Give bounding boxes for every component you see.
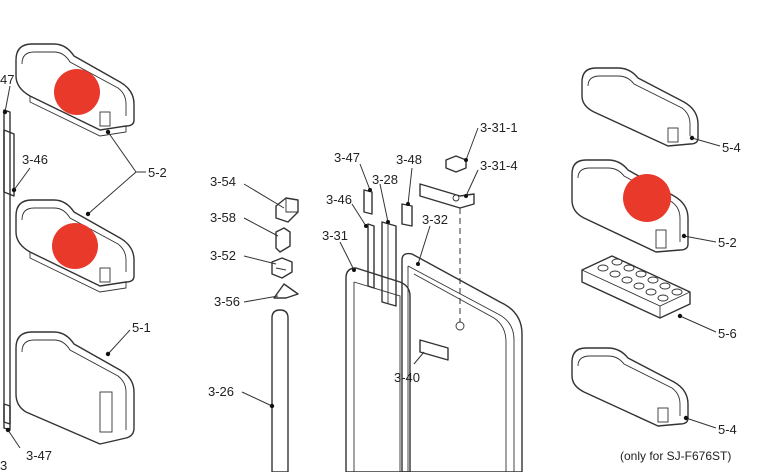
hinge-parts-group — [271, 197, 299, 472]
label-3-52: 3-52 — [210, 248, 236, 263]
label-3-40: 3-40 — [394, 370, 420, 385]
side-strip-left — [3, 109, 15, 431]
red-marker-top-left — [54, 69, 100, 115]
door-shelf-bottom-right — [571, 347, 689, 427]
label-3-31-1: 3-31-1 — [480, 120, 518, 135]
label-3-54: 3-54 — [210, 174, 236, 189]
label-5-2-right: 5-2 — [718, 235, 737, 250]
label-3-left: 3 — [0, 458, 7, 472]
red-marker-right — [623, 174, 671, 222]
door-strips — [363, 189, 413, 307]
label-3-31: 3-31 — [322, 228, 348, 243]
label-5-1: 5-1 — [132, 320, 151, 335]
center-leaders — [241, 183, 285, 409]
label-3-56: 3-56 — [214, 294, 240, 309]
door-pocket-middle-left — [15, 199, 135, 293]
top-hinge-assembly — [419, 155, 475, 331]
door-pocket-bottom-left — [15, 331, 135, 445]
label-3-26: 3-26 — [208, 384, 234, 399]
model-note: (only for SJ-F676ST) — [620, 449, 731, 463]
label-3-46-left: 3-46 — [22, 152, 48, 167]
label-3-58: 3-58 — [210, 210, 236, 225]
door-shelf-middle-right — [571, 159, 689, 253]
door-gasket — [401, 252, 523, 472]
label-5-4-bottom: 5-4 — [718, 422, 737, 437]
label-3-28: 3-28 — [372, 172, 398, 187]
left-leaders — [2, 85, 146, 449]
door-pocket-top-left — [15, 43, 135, 137]
label-3-31-4: 3-31-4 — [480, 158, 518, 173]
label-5-6: 5-6 — [718, 326, 737, 341]
red-marker-middle-left — [52, 223, 98, 269]
door-leaders — [339, 127, 479, 365]
label-3-46-center: 3-46 — [326, 192, 352, 207]
label-3-48: 3-48 — [396, 152, 422, 167]
label-3-47-center: 3-47 — [334, 150, 360, 165]
handle-plate — [419, 339, 449, 361]
door-shelf-top-right — [581, 67, 699, 147]
egg-tray — [581, 255, 691, 319]
label-5-4-top: 5-4 — [722, 140, 741, 155]
label-47: 47 — [0, 72, 14, 87]
label-3-32: 3-32 — [422, 212, 448, 227]
right-leaders — [677, 135, 721, 429]
label-5-2-left: 5-2 — [148, 165, 167, 180]
label-3-47-left: 3-47 — [26, 448, 52, 463]
